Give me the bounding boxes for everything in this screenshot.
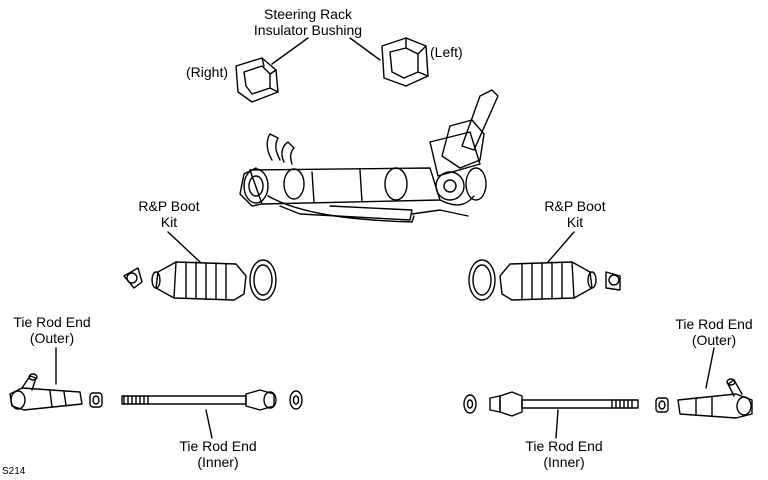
- tie-rod-end-inner-left: [121, 389, 303, 411]
- tie-rod-inner-right-line-2: (Inner): [543, 454, 585, 470]
- tie-rod-outer-left-line-1: Tie Rod End: [13, 314, 91, 330]
- tie-rod-end-inner-right: [463, 391, 639, 417]
- tie-rod-end-outer-left: [9, 373, 103, 411]
- bushing-title-line-1: Steering Rack: [264, 6, 352, 22]
- insulator-bushing-left: [381, 37, 429, 87]
- bushing-right-label: (Right): [186, 64, 229, 80]
- tie-rod-inner-right-label: Tie Rod End (Inner): [522, 438, 606, 470]
- boot-kit-right: [468, 259, 621, 301]
- boot-kit-left: [123, 259, 277, 301]
- insulator-bushing-right: [235, 57, 279, 103]
- tie-rod-outer-right-line-1: Tie Rod End: [675, 316, 753, 332]
- bushing-left-label: (Left): [430, 44, 463, 60]
- rack-and-pinion-assembly: [239, 89, 499, 223]
- tie-rod-inner-left-line-2: (Inner): [197, 454, 239, 470]
- figure-code: S214: [2, 466, 26, 477]
- tie-rod-inner-left-line-1: Tie Rod End: [179, 438, 257, 454]
- tie-rod-outer-right-label: Tie Rod End (Outer): [672, 316, 756, 348]
- boot-kit-right-label: R&P Boot Kit: [540, 198, 610, 230]
- tie-rod-inner-right-line-1: Tie Rod End: [525, 438, 603, 454]
- boot-kit-left-label: R&P Boot Kit: [134, 198, 204, 230]
- bushing-title-label: Steering Rack Insulator Bushing: [248, 6, 368, 38]
- boot-kit-left-line-1: R&P Boot: [138, 198, 200, 214]
- boot-kit-left-line-2: Kit: [160, 214, 178, 230]
- boot-kit-right-line-1: R&P Boot: [544, 198, 606, 214]
- tie-rod-outer-left-label: Tie Rod End (Outer): [10, 314, 94, 346]
- tie-rod-outer-left-line-2: (Outer): [29, 330, 75, 346]
- tie-rod-end-outer-right: [655, 378, 753, 419]
- leader-lines: [55, 37, 715, 439]
- boot-kit-right-line-2: Kit: [566, 214, 584, 230]
- bushing-title-line-2: Insulator Bushing: [253, 22, 363, 38]
- tie-rod-outer-right-line-2: (Outer): [691, 332, 737, 348]
- tie-rod-inner-left-label: Tie Rod End (Inner): [176, 438, 260, 470]
